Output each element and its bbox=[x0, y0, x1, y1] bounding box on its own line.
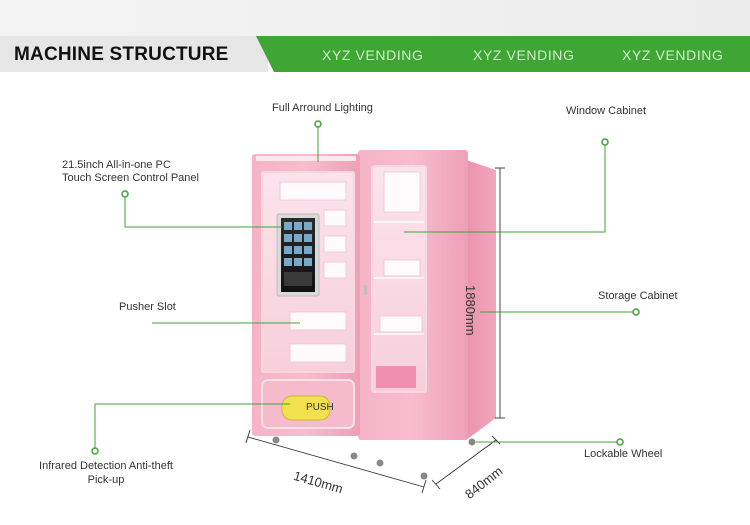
brand-label: XYZ VENDING bbox=[322, 47, 424, 63]
callout-dots bbox=[91, 120, 640, 455]
touch-screen-label-line1: 21.5inch All-in-one PC bbox=[62, 159, 171, 171]
touch-screen-label-line2: Touch Screen Control Panel bbox=[62, 172, 199, 184]
screen-tiles bbox=[284, 222, 312, 266]
right-shelves bbox=[379, 171, 423, 333]
title-box bbox=[0, 36, 268, 72]
storage-box bbox=[376, 366, 416, 388]
wheels bbox=[272, 436, 476, 480]
storage-cabinet-label: Storage Cabinet bbox=[598, 290, 678, 302]
callout-lines bbox=[94, 126, 636, 450]
lighting-strip bbox=[256, 156, 356, 161]
brand-label: XYZ VENDING bbox=[622, 47, 724, 63]
push-button bbox=[281, 395, 331, 421]
right-shelf-lines bbox=[374, 221, 424, 335]
left-shelves bbox=[279, 181, 347, 363]
lockable-wheel-label: Lockable Wheel bbox=[584, 448, 663, 460]
push-label: PUSH bbox=[306, 402, 334, 413]
page-title: MACHINE STRUCTURE bbox=[14, 44, 229, 65]
header-band bbox=[0, 0, 750, 36]
side-panel bbox=[466, 160, 496, 440]
door-lock bbox=[364, 285, 367, 295]
lighting-label: Full Arround Lighting bbox=[272, 102, 373, 114]
brand-banner bbox=[256, 36, 750, 72]
window-cabinet-label: Window Cabinet bbox=[566, 105, 647, 117]
pusher-slot-label: Pusher Slot bbox=[119, 301, 176, 313]
screen-footer bbox=[284, 272, 312, 286]
infrared-label-line2: Pick-up bbox=[87, 474, 125, 486]
height-dimension: 1880mm bbox=[463, 285, 478, 336]
brand-label: XYZ VENDING bbox=[473, 47, 575, 63]
dimension-lines bbox=[245, 167, 505, 494]
infrared-label-line1: Infrared Detection Anti-theft bbox=[39, 460, 173, 472]
